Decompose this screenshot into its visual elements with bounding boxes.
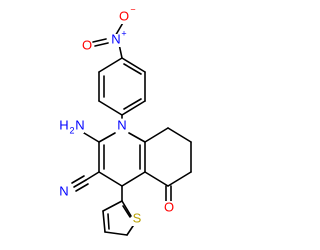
- label-bg-ketone-o: [163, 201, 175, 215]
- bond-aryl-3: [98, 100, 123, 116]
- bond-c8a-c8: [144, 127, 169, 143]
- label-bg-ring-n: [116, 119, 128, 133]
- label-bg-nitro-o-top: [119, 11, 129, 24]
- bond-cn-triple-2: [71, 175, 85, 184]
- bond-nitro-o-left-a: [92, 38, 107, 43]
- bond-cn-triple-1: [73, 179, 87, 188]
- atom-labels: O − N + O H 2 N N N O S: [57, 4, 175, 226]
- thiophene-sulfur: S: [133, 210, 142, 225]
- amine-nitrogen: N: [75, 117, 84, 132]
- molecule-structure: O − N + O H 2 N N N O S: [57, 4, 192, 236]
- bond-th-inner-1: [107, 213, 110, 230]
- bond-aryl-inner-3: [123, 63, 142, 75]
- bond-c8-c7: [167, 127, 192, 143]
- nitro-nitrogen-charge: +: [121, 28, 126, 38]
- label-bg-nitrile-n: [58, 185, 70, 199]
- bond-th-1: [102, 200, 123, 212]
- nitro-oxygen-left: O: [82, 37, 92, 52]
- bond-th-3: [104, 231, 128, 236]
- bond-c5-c4a: [144, 171, 169, 187]
- label-bg-amine: [57, 119, 84, 133]
- nitro-oxygen-top: O: [119, 8, 129, 23]
- label-bg-nitro-n: [111, 34, 121, 47]
- nitro-oxygen-charge: −: [130, 4, 135, 14]
- bond-aryl-6: [121, 57, 146, 73]
- bond-ring-n-c2: [98, 132, 116, 143]
- nitrile-nitrogen: N: [59, 183, 68, 198]
- ketone-oxygen: O: [164, 199, 174, 214]
- bond-aryl-4: [121, 100, 146, 116]
- nitro-nitrogen: N: [111, 31, 120, 46]
- bond-c8a-n: [128, 132, 146, 143]
- label-bg-thiophene-s: [132, 212, 143, 226]
- bond-c3-c4: [98, 171, 123, 187]
- bond-c6-c5: [167, 171, 192, 187]
- bond-th-inner-2: [122, 205, 131, 218]
- bond-aryl-inner-2: [123, 98, 142, 110]
- bond-c4-c4a: [121, 171, 146, 187]
- label-bg-nitro-o-left: [82, 40, 92, 53]
- amine-hydrogen: H: [59, 117, 68, 132]
- amine-subscript: 2: [69, 125, 74, 135]
- ring-nitrogen: N: [117, 117, 126, 132]
- bond-th-5: [121, 200, 132, 217]
- bond-aryl-1: [98, 57, 123, 73]
- bond-c2-amine: [83, 132, 100, 143]
- bond-c3-cn: [85, 171, 100, 181]
- bond-th-2: [102, 210, 106, 233]
- bond-nitro-o-left-b: [94, 42, 109, 47]
- bond-cn-triple-3: [75, 183, 89, 192]
